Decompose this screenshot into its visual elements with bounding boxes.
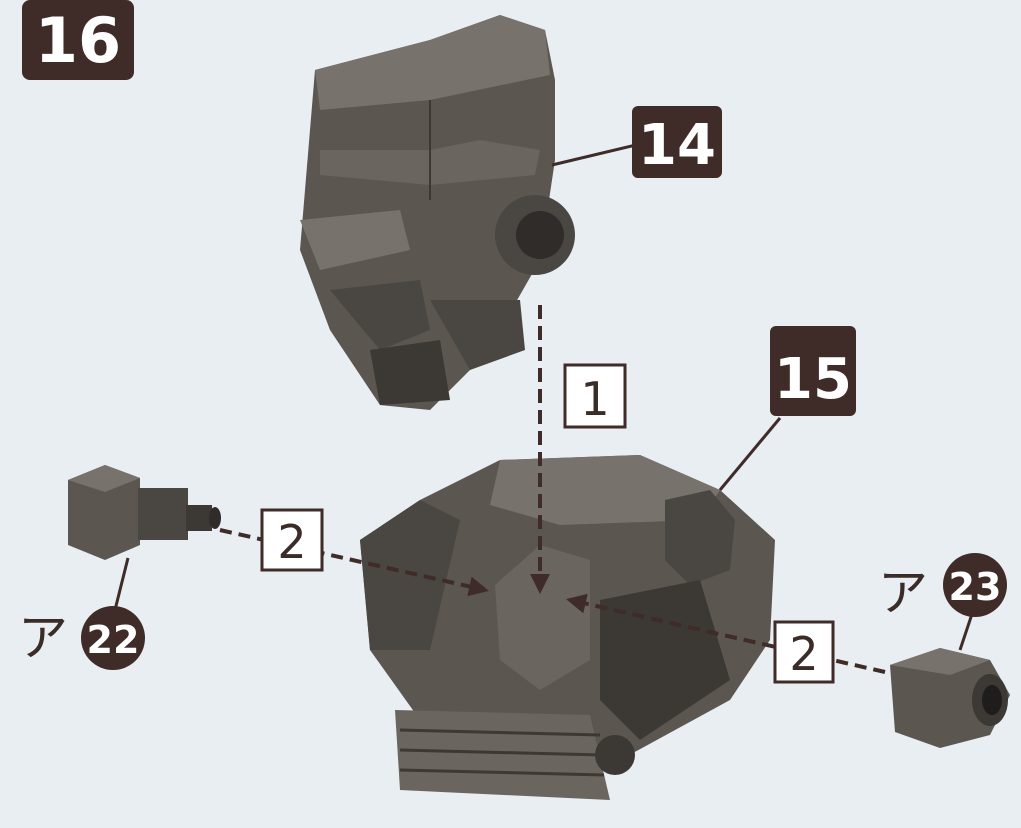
step-number: 16 xyxy=(35,4,121,77)
part-23-nut xyxy=(890,648,1010,748)
part-14-badge: 14 xyxy=(632,106,722,178)
runner-22-number: 22 xyxy=(87,618,140,662)
part-15-badge: 15 xyxy=(770,326,856,416)
leader-line-15 xyxy=(720,418,780,490)
part-22-peg xyxy=(68,465,221,560)
runner-22-badge: 22 xyxy=(81,606,145,670)
runner-23-badge: 23 xyxy=(943,553,1007,617)
step-2-left-label: 2 xyxy=(277,515,306,569)
part-14-label: 14 xyxy=(638,113,716,178)
leader-line-22 xyxy=(115,558,128,610)
part-15-label: 15 xyxy=(774,347,852,412)
leader-line-14 xyxy=(552,145,636,165)
part-15-body xyxy=(360,455,775,800)
runner-22-letter: ア xyxy=(18,609,68,667)
step-2-right-marker: 2 xyxy=(775,622,833,682)
step-2-right-label: 2 xyxy=(789,627,818,681)
step-number-badge: 16 xyxy=(22,0,134,80)
part-14-head xyxy=(300,15,575,410)
runner-23-number: 23 xyxy=(949,565,1002,609)
step-1-marker: 1 xyxy=(565,365,625,427)
step-2-left-marker: 2 xyxy=(262,510,322,570)
runner-23-letter: ア xyxy=(878,564,928,622)
step-1-label: 1 xyxy=(580,372,609,426)
